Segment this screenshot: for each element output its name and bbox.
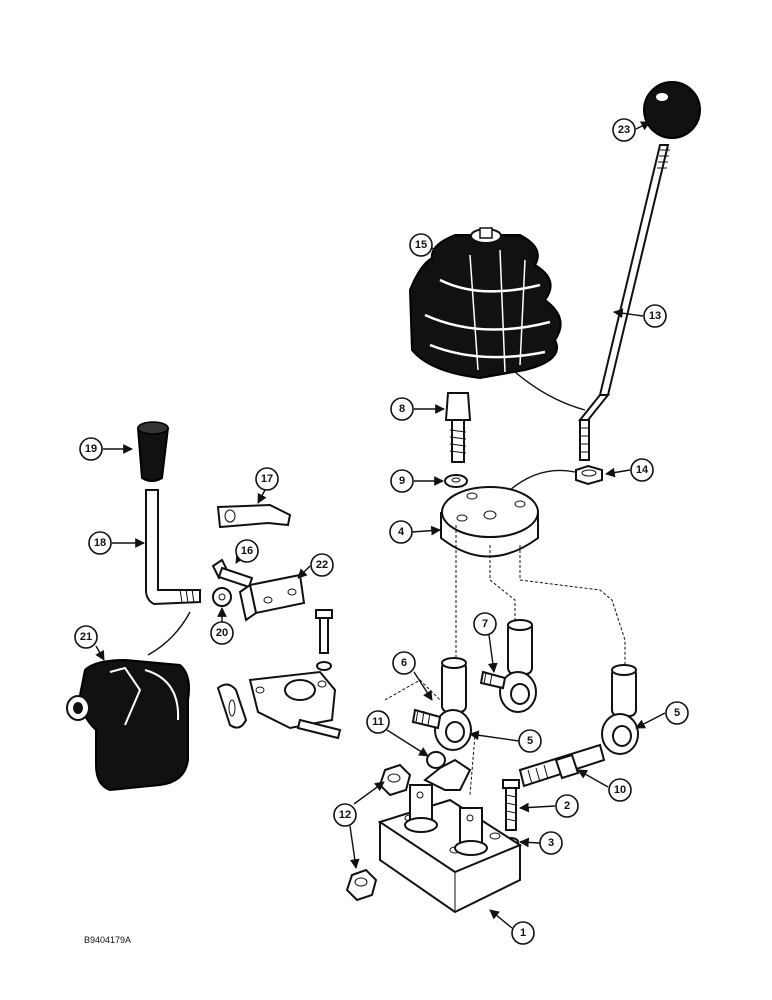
callout-label: 19 [85, 443, 97, 455]
washer [444, 474, 468, 488]
lever-knob [643, 81, 701, 139]
callout-15: 15 [409, 233, 433, 257]
slotted-link [216, 683, 248, 729]
callout-13: 13 [643, 304, 667, 328]
callout-label: 9 [399, 475, 405, 487]
pivot-bolt [211, 558, 254, 589]
pivot-nut [212, 587, 232, 607]
callout-label: 16 [241, 545, 253, 557]
callout-label: 22 [316, 559, 328, 571]
callout-12: 12 [333, 803, 357, 827]
callout-label: 21 [80, 631, 92, 643]
bolt [444, 392, 472, 463]
callout-16: 16 [235, 539, 259, 563]
callout-label: 3 [548, 837, 554, 849]
callout-label: 1 [520, 927, 526, 939]
callout-label: 7 [482, 618, 488, 630]
hex-nut-lower [345, 868, 378, 902]
callout-5-left: 5 [518, 729, 542, 753]
callout-label: 2 [564, 800, 570, 812]
callout-label: 4 [398, 526, 405, 538]
callout-3: 3 [539, 831, 563, 855]
rubber-boot [408, 227, 562, 380]
pivot-block [238, 573, 306, 622]
roll-pin [296, 718, 342, 740]
callout-8: 8 [390, 397, 414, 421]
callout-label: 20 [216, 627, 228, 639]
callout-18: 18 [88, 531, 112, 555]
bracket [248, 670, 337, 730]
leader-lines [95, 121, 666, 929]
stud [518, 743, 606, 788]
callout-11: 11 [366, 710, 390, 734]
callout-20: 20 [210, 621, 234, 645]
ball-joint-middle [479, 619, 537, 713]
callout-label: 23 [618, 124, 630, 136]
ball-joint-right [601, 664, 639, 755]
callout-label: 12 [339, 809, 351, 821]
callout-label: 6 [401, 657, 407, 669]
drawing-reference-code: B9404179A [84, 935, 131, 945]
callout-6: 6 [392, 651, 416, 675]
callout-4: 4 [389, 520, 413, 544]
callout-17: 17 [255, 467, 279, 491]
callout-label: 5 [674, 707, 680, 719]
l-shaped-lever [145, 489, 201, 606]
valve-body [377, 758, 523, 914]
callout-14: 14 [630, 458, 654, 482]
callout-19: 19 [79, 437, 103, 461]
callout-label: 8 [399, 403, 405, 415]
callout-22: 22 [310, 553, 334, 577]
lever-rod [577, 144, 670, 461]
rod-nut [575, 464, 603, 486]
clevis-link [216, 503, 292, 529]
callout-10: 10 [608, 778, 632, 802]
callout-23: 23 [612, 118, 636, 142]
hex-nut-upper [378, 763, 412, 797]
callout-label: 14 [636, 464, 649, 476]
callout-9: 9 [390, 469, 414, 493]
small-screw [315, 609, 333, 671]
callout-5-right: 5 [665, 701, 689, 725]
callout-2: 2 [555, 794, 579, 818]
callout-label: 13 [649, 310, 661, 322]
long-screw [502, 779, 520, 831]
left-rubber-boot [66, 658, 190, 792]
callout-1: 1 [511, 921, 535, 945]
callout-label: 15 [415, 239, 427, 251]
callout-21: 21 [74, 625, 98, 649]
assembly-lines [384, 525, 626, 796]
callout-label: 11 [372, 716, 384, 728]
callout-label: 18 [94, 537, 106, 549]
callout-label: 10 [614, 784, 626, 796]
ball-joint-left [411, 657, 472, 751]
shift-knob [136, 421, 170, 482]
mounting-plate [440, 486, 539, 558]
small-nut [426, 751, 446, 769]
callout-7: 7 [473, 612, 497, 636]
callout-label: 5 [527, 735, 533, 747]
callout-label: 17 [261, 473, 273, 485]
